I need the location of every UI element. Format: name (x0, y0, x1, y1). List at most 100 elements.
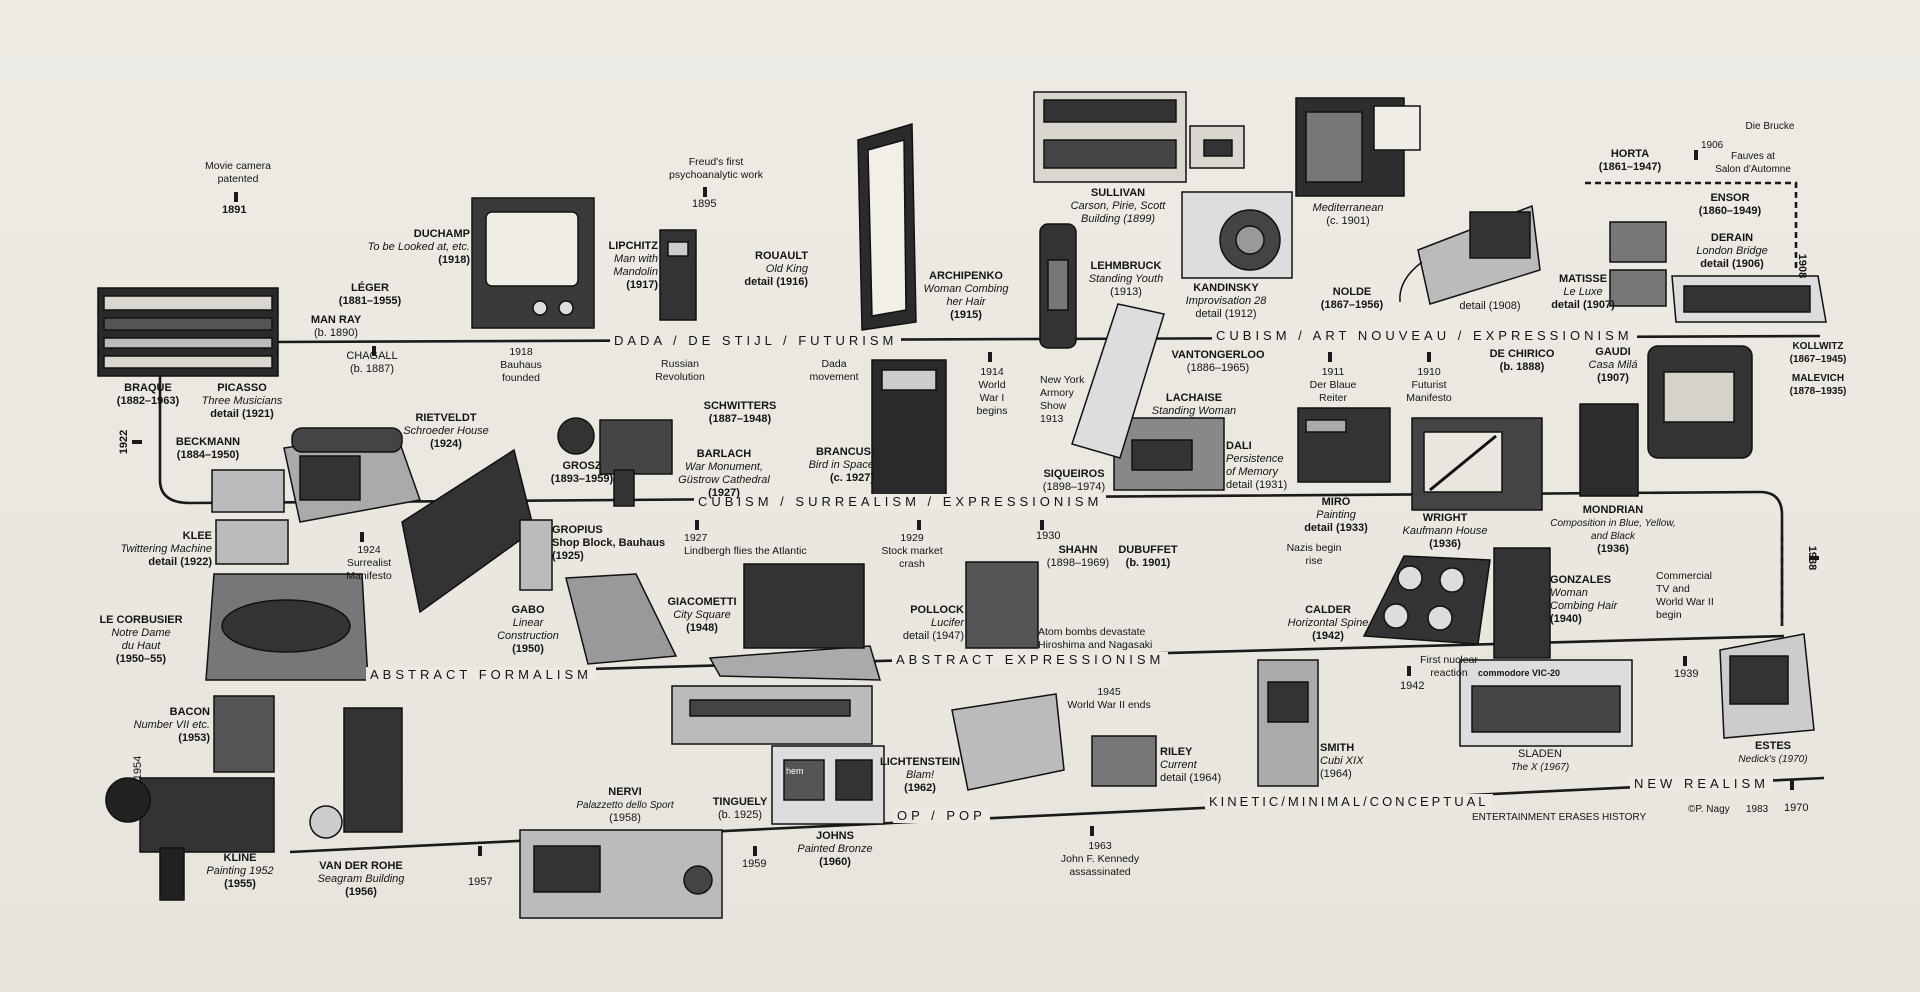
artist-label: DE CHIRICO(b. 1888) (1489, 348, 1555, 373)
portable-tv-illustration (1411, 417, 1543, 511)
movement-dada: DADA / DE STIJL / FUTURISM (610, 333, 902, 348)
console-illustration (565, 573, 678, 665)
artist-label: SCHWITTERS(1887–1948) (703, 400, 777, 425)
vic20-illustration (1459, 659, 1633, 747)
walkman-illustration (309, 707, 403, 839)
event-label: 1927 Lindbergh flies the Atlantic (684, 532, 807, 557)
event-label: 1914 World War I begins (976, 366, 1008, 417)
device-illustrations (97, 91, 1827, 919)
artist-label: NOLDE(1867–1956) (1320, 286, 1384, 311)
event-label: Russian Revolution (655, 358, 705, 383)
poster-author: ©P. Nagy (1688, 804, 1730, 815)
keypad-illustration (211, 469, 285, 513)
event-label: 1945 World War II ends (1067, 686, 1151, 711)
year-label: 1942 (1400, 680, 1425, 692)
poster-year: 1983 (1746, 804, 1769, 815)
year-label: 1895 (692, 198, 717, 210)
cassette-recorder-illustration (1113, 417, 1225, 491)
radio-brand: hem (786, 766, 804, 776)
speaker-illustration (1181, 191, 1293, 279)
synth-keyboard-illustration (97, 287, 279, 377)
keyboard-illustration (857, 123, 917, 331)
year-label: 1908 (1796, 253, 1809, 279)
radio-illustration (1297, 407, 1391, 483)
artist-label: TINGUELY(b. 1925) (712, 796, 768, 821)
year-label: 1891 (222, 204, 247, 216)
artist-label: BECKMANN(1884–1950) (175, 436, 241, 461)
stereo-illustration (401, 448, 553, 614)
year-label: 1939 (1674, 668, 1699, 680)
printing-calculator-illustration (1295, 97, 1421, 197)
cassette-deck-illustration (519, 829, 723, 919)
artist-label: MAN RAY(b. 1890) (310, 314, 362, 339)
mixer-illustration (965, 561, 1039, 649)
desk-phone-illustration (1399, 204, 1541, 305)
movement-cubism-art-nouveau: CUBISM / ART NOUVEAU / EXPRESSIONISM (1212, 328, 1637, 343)
event-label: Commercial TV and World War II begin (1656, 570, 1714, 621)
artist-label: DUBUFFET(b. 1901) (1118, 544, 1178, 569)
event-label: Atom bombs devastate Hiroshima and Nagas… (1038, 626, 1153, 651)
movement-abstract-expressionism: ABSTRACT EXPRESSIONISM (892, 652, 1169, 667)
artist-label: Fauves at Salon d'Automne (1715, 151, 1791, 175)
movement-new-realism: NEW REALISM (1630, 776, 1774, 791)
year-label: 1930 (1036, 530, 1061, 542)
home-computer-illustration (1671, 275, 1827, 323)
computer-illustration (1033, 91, 1245, 183)
year-label: 1922 (118, 429, 131, 455)
event-label: 1924 Surrealist Manifesto (346, 544, 392, 582)
op-art-pattern-illustration (1091, 735, 1157, 787)
artist-label: ENSOR(1860–1949) (1698, 192, 1762, 217)
calc-illustration (1493, 547, 1551, 659)
artist-label: SIQUEIROS(1898–1974) (1042, 468, 1106, 493)
artist-label: Mediterranean(c. 1901) (1312, 202, 1384, 227)
year-label: 1959 (742, 858, 767, 870)
movement-op-pop: OP / POP (893, 808, 990, 823)
television-illustration (471, 197, 595, 329)
event-label: 1911 Der Blaue Reiter (1309, 366, 1357, 404)
digital-watch-illustration (1647, 345, 1753, 459)
year-label: 1957 (468, 876, 493, 888)
event-label: First nuclear reaction (1420, 654, 1478, 679)
event-label: 1918 Bauhaus founded (500, 346, 542, 384)
year-label: 1906 (1701, 140, 1724, 151)
artist-label: MALEVICH(1878–1935) (1789, 373, 1847, 397)
artist-label: SHAHN(1898–1969) (1046, 544, 1110, 569)
poster-title: ENTERTAINMENT ERASES HISTORY (1472, 812, 1647, 823)
movement-kinetic: KINETIC/MINIMAL/CONCEPTUAL (1205, 794, 1493, 809)
artist-label: BRAQUE(1882–1963) (116, 382, 180, 407)
year-label: 1938 (1806, 545, 1819, 571)
calculator-illustration (871, 359, 947, 497)
drum-pad-illustration (1362, 555, 1491, 645)
handheld-device-illustration (659, 229, 697, 321)
year-label: 1970 (1784, 802, 1809, 814)
artist-label: KOLLWITZ(1867–1945) (1789, 341, 1847, 365)
movement-cubism-surrealism: CUBISM / SURREALISM / EXPRESSIONISM (694, 494, 1107, 509)
artist-label: CHAGALL(b. 1887) (346, 350, 398, 375)
portable-radio-illustration (771, 745, 885, 825)
event-label: New York Armory Show 1913 (1040, 374, 1085, 425)
artist-label: HORTA(1861–1947) (1598, 148, 1662, 173)
